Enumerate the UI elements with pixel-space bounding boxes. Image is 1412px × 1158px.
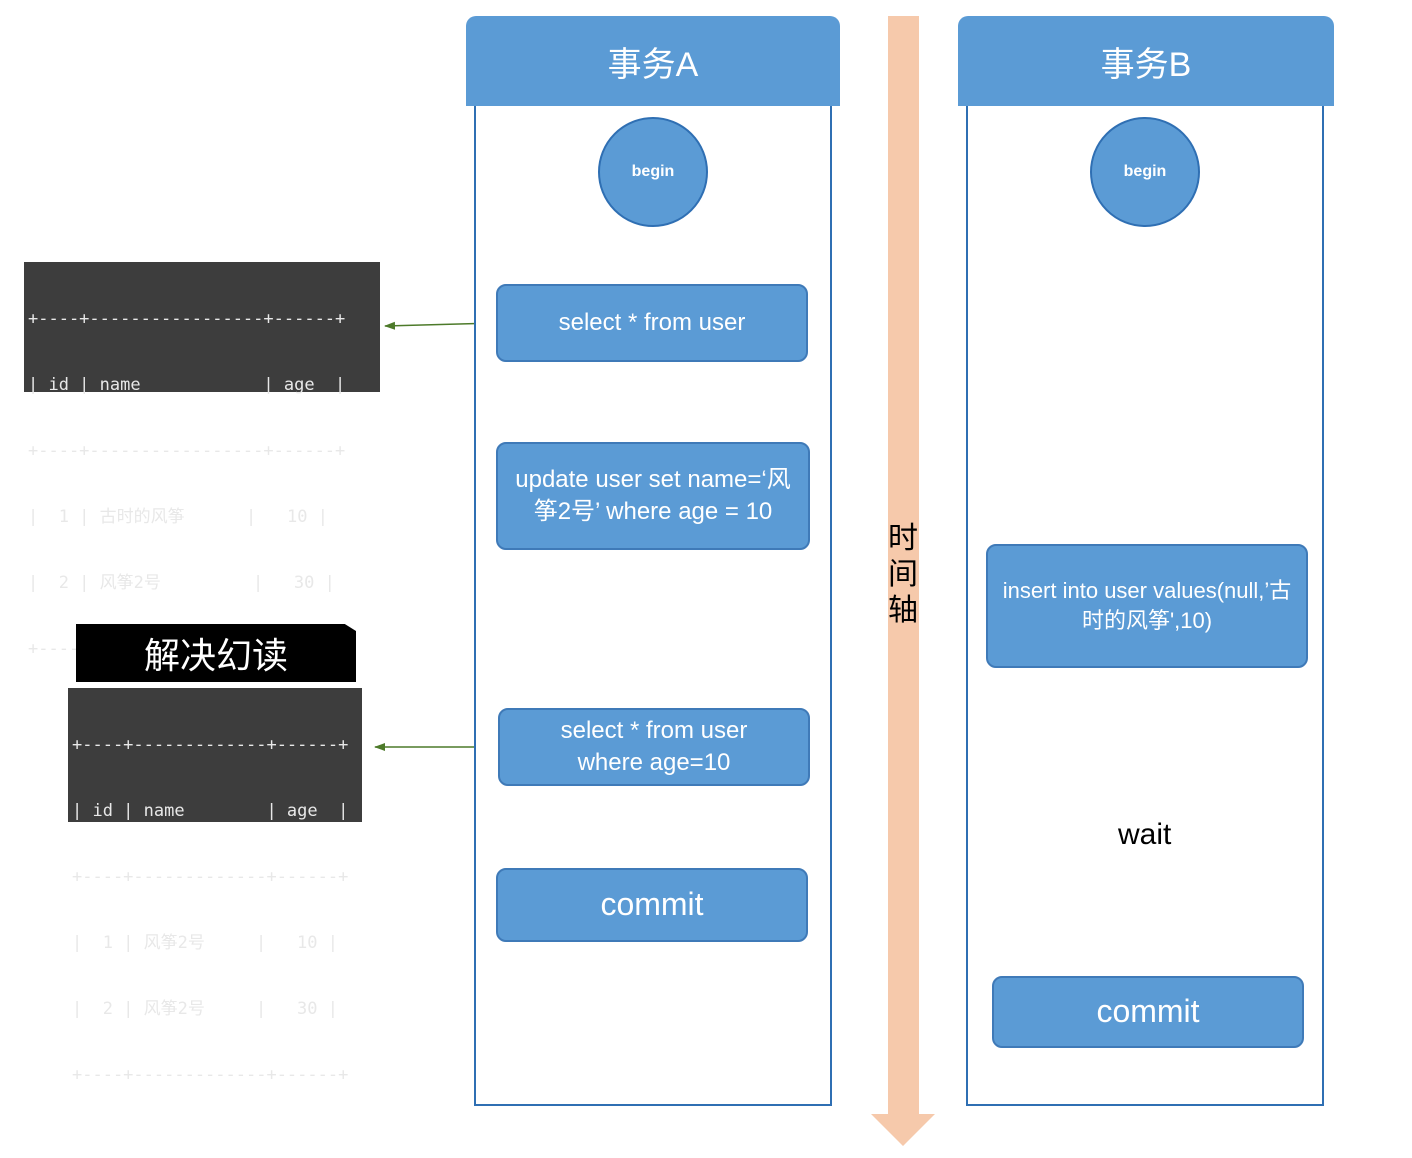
table-line: +----+-------------+------+	[72, 735, 349, 755]
table-line: | 2 | 风筝2号 | 30 |	[72, 999, 338, 1019]
timeline-label: 时 间 轴	[883, 521, 923, 629]
transaction-a-header: 事务A	[466, 16, 840, 106]
table-line: +----+-----------------+------+	[28, 309, 346, 329]
timeline-char-1: 时	[888, 522, 918, 555]
step-commit-a: commit	[496, 868, 808, 942]
result-table-2: +----+-------------+------+ | id | name …	[68, 688, 362, 1085]
table-line: | 1 | 风筝2号 | 10 |	[72, 933, 338, 953]
step-update-label: update user set name=‘风筝2号’ where age = …	[515, 465, 791, 525]
timeline-char-3: 轴	[888, 594, 918, 627]
result-table-2-title: 解决幻读	[76, 624, 356, 682]
timeline-char-2: 间	[888, 558, 918, 591]
transaction-b-title: 事务B	[1100, 45, 1192, 84]
step-commit-b: commit	[992, 976, 1304, 1048]
table-line: +----+-------------+------+	[72, 867, 349, 887]
transaction-b-begin-node: begin	[1090, 117, 1200, 227]
begin-label: begin	[631, 163, 675, 180]
table-line: +----+-------------+------+	[72, 1065, 349, 1085]
step-insert-label: insert into user values(null,’古时的风筝',10)	[1002, 578, 1292, 633]
transaction-b-header: 事务B	[958, 16, 1334, 106]
timeline-arrow	[871, 16, 935, 1146]
table-line: | id | name | age |	[72, 801, 349, 821]
step-update: update user set name=‘风筝2号’ where age = …	[496, 442, 810, 550]
table-line: | 1 | 古时的风筝 | 10 |	[28, 507, 328, 527]
step-select-where-label: select * from user where age=10	[560, 716, 748, 776]
begin-label-b: begin	[1123, 163, 1167, 180]
step-commit-b-label: commit	[1096, 993, 1200, 1030]
transaction-a-begin-node: begin	[598, 117, 708, 227]
table-line: +----+-----------------+------+	[28, 441, 346, 461]
table-line: | 2 | 风筝2号 | 30 |	[28, 573, 335, 593]
step-insert: insert into user values(null,’古时的风筝',10)	[986, 544, 1308, 668]
result-table-2-title-text: 解决幻读	[143, 635, 288, 676]
wait-label: wait	[1116, 818, 1174, 852]
step-select-all: select * from user	[496, 284, 808, 362]
step-select-where: select * from user where age=10	[498, 708, 810, 786]
step-commit-a-label: commit	[600, 886, 704, 923]
transaction-a-lane	[474, 100, 832, 1106]
result-table-1: +----+-----------------+------+ | id | n…	[24, 262, 380, 659]
table-line: | id | name | age |	[28, 375, 346, 395]
step-select-all-label: select * from user	[558, 308, 746, 336]
transaction-a-title: 事务A	[607, 45, 699, 84]
